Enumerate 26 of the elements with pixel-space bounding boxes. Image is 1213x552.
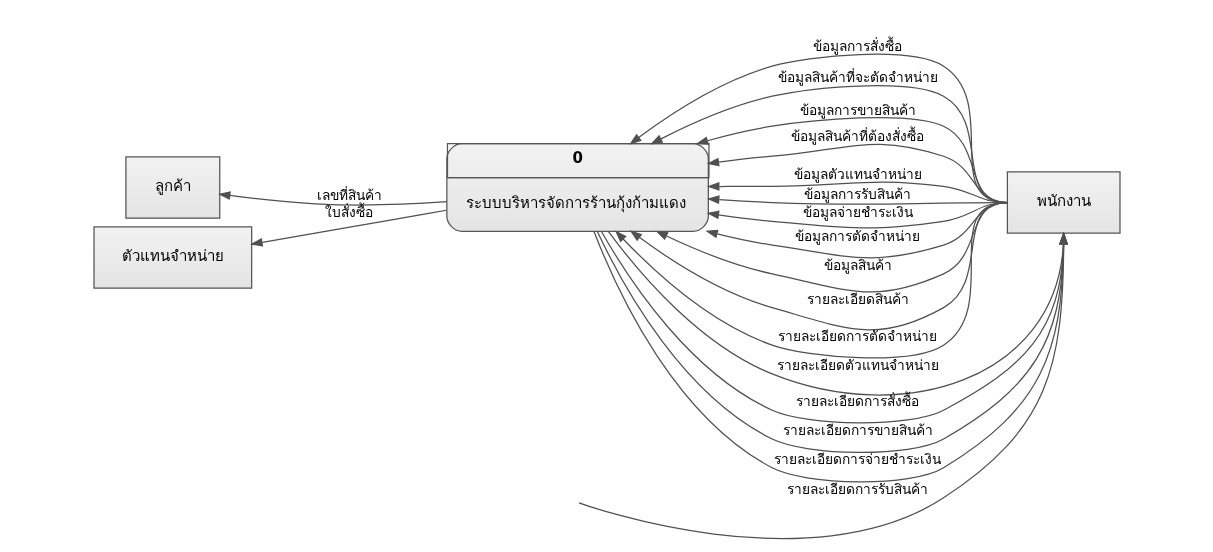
edge-label: ข้อมูลการสั่งซื้อ [812,37,902,54]
edge-label: ข้อมูลสินค้าที่ต้องสั่งซื้อ [790,127,924,144]
edge-label: รายละเอียดการตัดจำหน่าย [777,328,937,345]
edge-label: รายละเอียดการรับสินค้า [786,480,928,497]
edge-label: ใบสั่งซื้อ [324,204,373,221]
node-box: ลูกค้า [124,156,220,219]
edge-label: ข้อมูลการขายสินค้า [799,101,916,118]
arrow [607,230,1068,396]
arrow [614,201,1008,359]
edge-label: รายละเอียดการสั่งซื้อ [795,393,919,410]
node-box: พนักงาน [1006,171,1121,234]
edge-label: ข้อมูลตัวแทนจำหน่าย [793,165,922,182]
edge-label: ข้อมูลจ่ายชำระเงิน [802,204,913,221]
edge-label: ข้อมูลการตัดจำหน่าย [794,228,920,245]
arrow [249,209,447,247]
arrow [577,231,1068,540]
edge-label: ข้อมูลสินค้าที่จะตัดจำหน่าย [777,69,938,86]
edge-label: เลขที่สินค้า [316,186,382,203]
edge-label: รายละเอียดสินค้า [806,290,909,307]
edge-label: รายละเอียดการขายสินค้า [782,422,933,439]
arrow [217,191,447,206]
node-box: ตัวแทนจำหน่าย [92,226,252,289]
edge-label: รายละเอียดตัวแทนจำหน่าย [776,356,939,373]
edge-label: ข้อมูลการรับสินค้า [803,185,911,202]
edge-label: ข้อมูลสินค้า [823,256,892,273]
edge-label: รายละเอียดการจ่ายชำระเงิน [773,450,941,467]
